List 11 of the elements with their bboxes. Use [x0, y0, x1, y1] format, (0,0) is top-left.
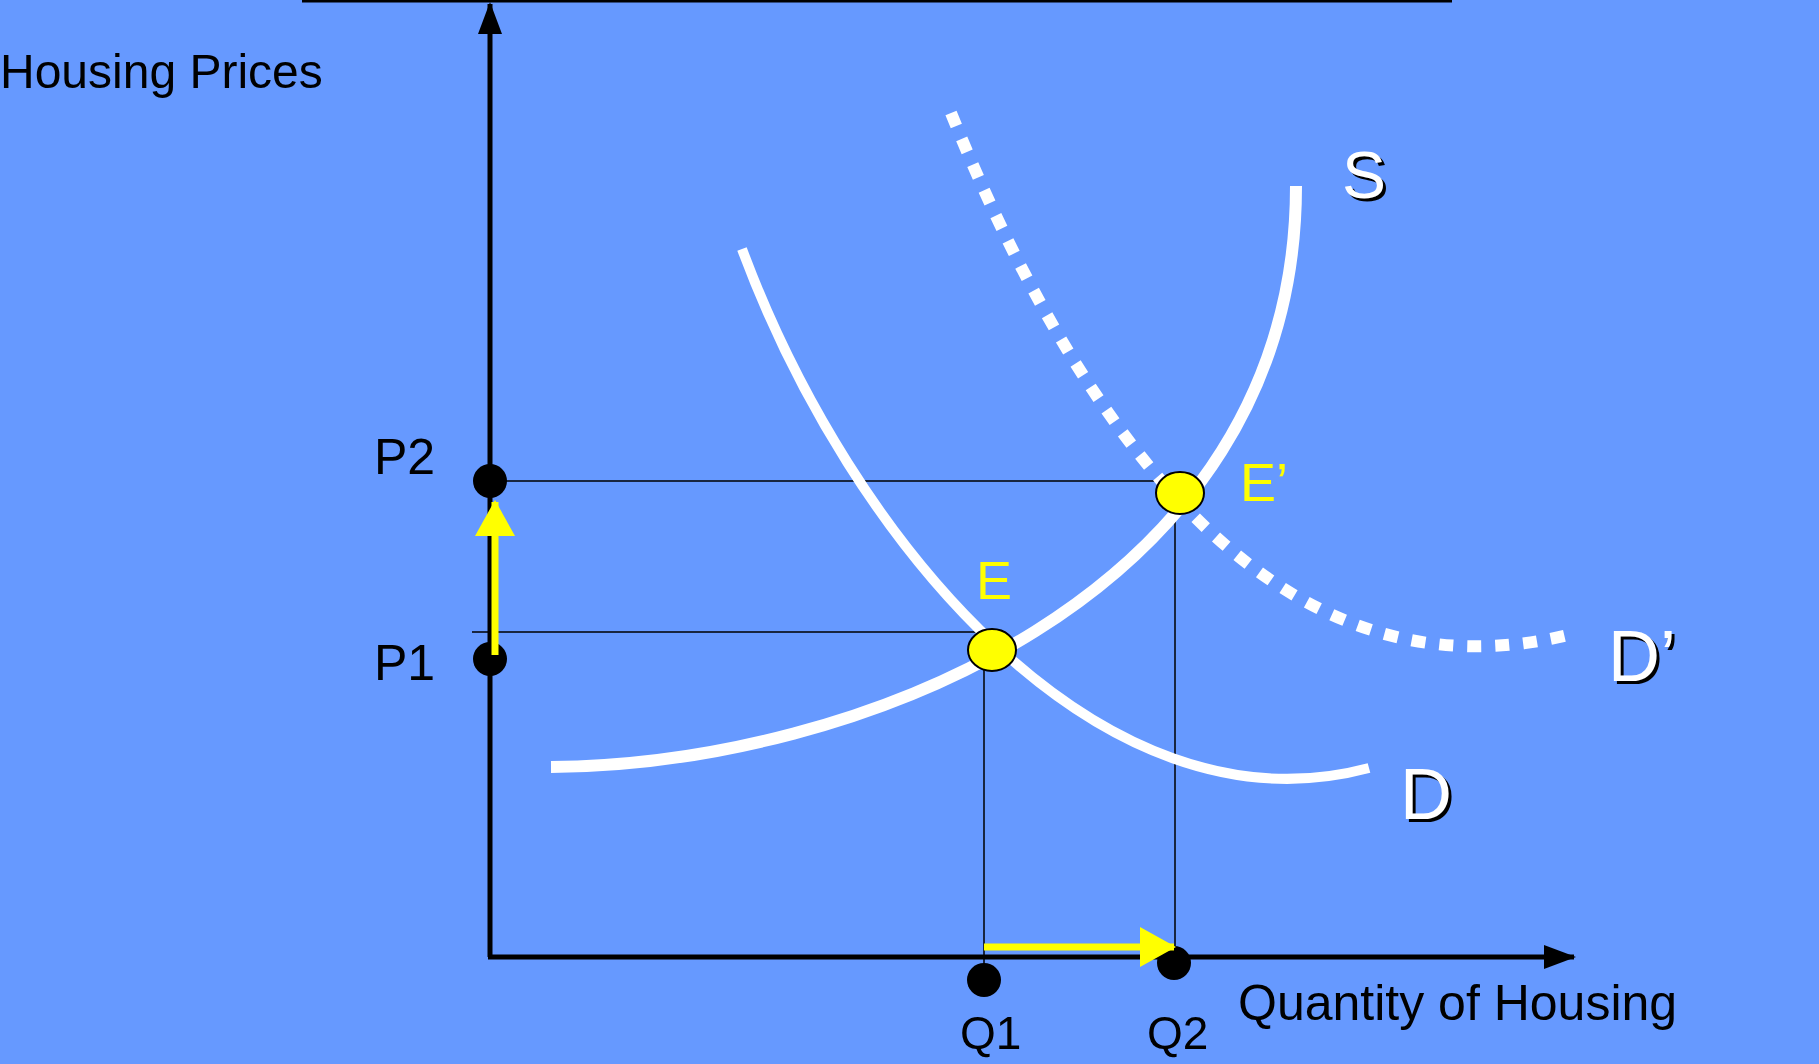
curve-label: D’	[1608, 620, 1676, 692]
axis-title: Housing Prices	[0, 48, 323, 96]
curve-label: S	[1342, 142, 1387, 208]
quantity-label: Q2	[1147, 1010, 1209, 1056]
price-label: P2	[374, 432, 436, 482]
curve-label: D	[1400, 758, 1452, 830]
point-label: E’	[1240, 455, 1288, 509]
quantity-label: Q1	[960, 1010, 1022, 1056]
point-label: E	[976, 553, 1013, 607]
axis-title: Quantity of Housing	[1238, 978, 1678, 1028]
price-label: P1	[374, 638, 436, 688]
